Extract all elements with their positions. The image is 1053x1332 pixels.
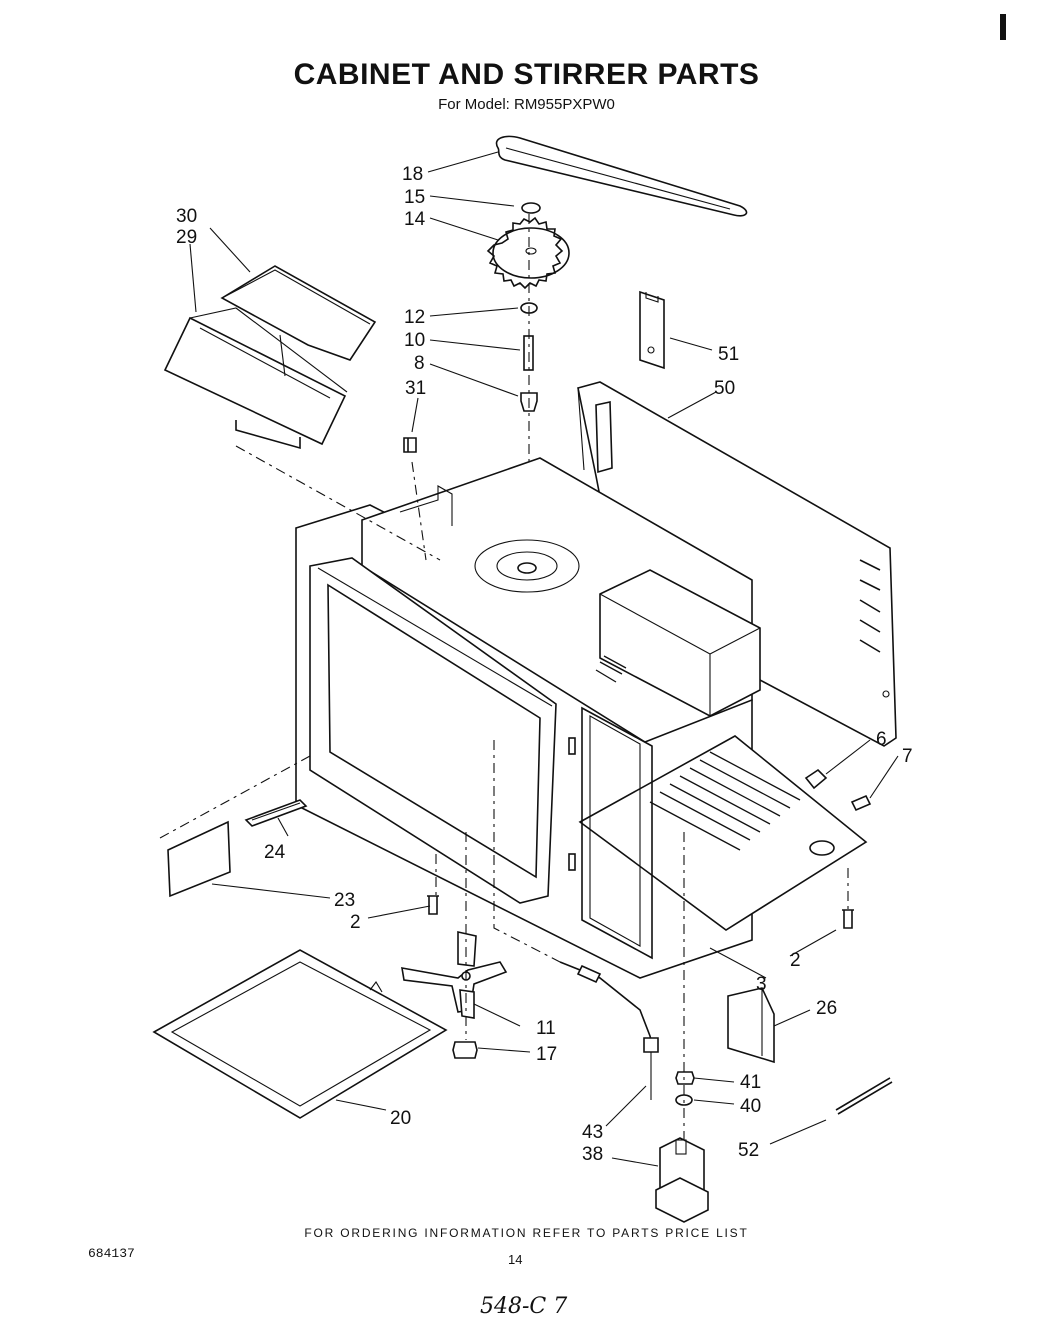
callout-15: 15	[404, 187, 425, 208]
callout-43: 43	[582, 1122, 603, 1143]
part-31-clip	[403, 437, 417, 453]
part-14-stirrer-blade	[486, 216, 570, 290]
callout-30: 30	[176, 206, 197, 227]
callout-17: 17	[536, 1044, 557, 1065]
ordering-note: FOR ORDERING INFORMATION REFER TO PARTS …	[304, 1226, 749, 1240]
part-41-nut	[675, 1071, 695, 1085]
callout-24: 24	[264, 842, 286, 863]
callout-20: 20	[390, 1108, 411, 1129]
callout-12: 12	[404, 307, 425, 328]
document-number: 684137	[88, 1246, 135, 1261]
callout-10: 10	[404, 330, 425, 351]
callout-23: 23	[334, 890, 355, 911]
handwritten-note: 548-C 7	[480, 1294, 568, 1319]
part-29-30-duct	[163, 265, 377, 450]
part-18-belt	[495, 135, 748, 217]
callout-31: 31	[405, 378, 426, 399]
part-38-motor	[655, 1137, 709, 1223]
callout-2-left: 2	[350, 912, 361, 933]
callout-29: 29	[176, 227, 197, 248]
callout-11: 11	[536, 1018, 556, 1039]
callout-7: 7	[902, 746, 913, 767]
part-24-latch-bar	[244, 799, 308, 827]
part-43-sensor-cable	[559, 961, 659, 1100]
callout-18: 18	[402, 164, 423, 185]
callout-2-right: 2	[790, 950, 801, 971]
model-subtitle: For Model: RM955PXPW0	[438, 96, 615, 113]
part-23-side-panel	[167, 820, 231, 898]
part-8-bushing	[520, 392, 538, 412]
callout-3: 3	[756, 974, 767, 995]
page-title: CABINET AND STIRRER PARTS	[293, 58, 760, 91]
part-11-fan	[401, 931, 508, 1019]
part-51-panel	[639, 290, 665, 370]
part-2-screw-right	[842, 909, 854, 929]
callout-8: 8	[414, 353, 425, 374]
part-52-rod	[835, 1077, 893, 1115]
part-26-bracket	[727, 987, 775, 1064]
callout-52: 52	[738, 1140, 759, 1161]
corner-registration-mark	[1000, 14, 1006, 40]
callout-6: 6	[876, 729, 887, 750]
part-20-tray	[152, 949, 448, 1119]
callout-38: 38	[582, 1144, 603, 1165]
part-6-clip	[804, 768, 828, 790]
part-7-screw	[850, 794, 872, 812]
callout-26: 26	[816, 998, 837, 1019]
callout-leader-lines	[189, 151, 899, 1167]
callout-50: 50	[714, 378, 735, 399]
callout-40: 40	[740, 1096, 761, 1117]
part-15-cap	[521, 202, 541, 214]
callout-41: 41	[740, 1072, 761, 1093]
part-2-screw-left	[427, 895, 439, 915]
part-17-nut	[452, 1041, 478, 1059]
callout-51: 51	[718, 344, 739, 365]
page-number: 14	[508, 1252, 523, 1267]
callout-14: 14	[404, 209, 426, 230]
